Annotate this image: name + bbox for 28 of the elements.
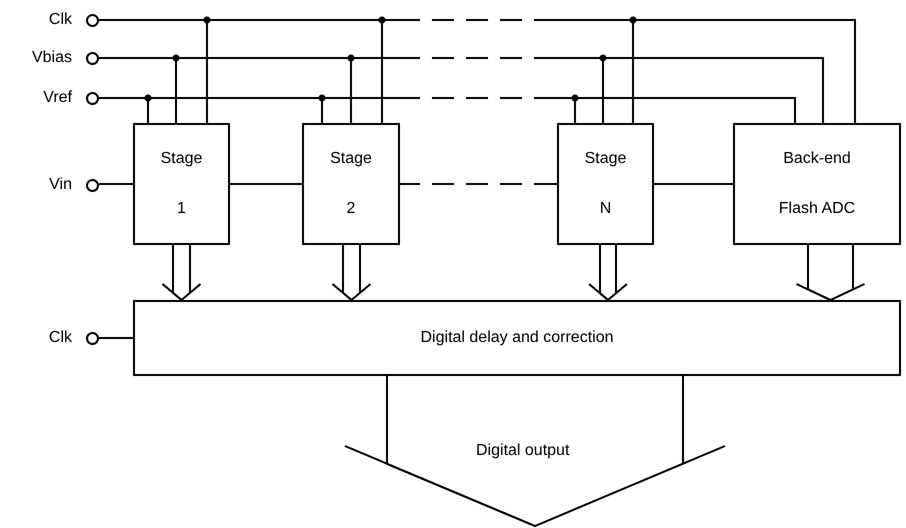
block-label: Flash ADC	[778, 199, 856, 219]
bus-arrow	[588, 243, 628, 301]
wire	[400, 183, 557, 185]
wire	[99, 183, 133, 185]
stage-block	[733, 123, 901, 245]
block-label: Stage	[160, 149, 202, 169]
wire	[230, 183, 302, 185]
block-label: Back-end	[783, 149, 851, 169]
stage-block	[557, 123, 654, 245]
pin-label: Clk	[48, 12, 72, 28]
block-label: Stage	[584, 149, 626, 169]
logic-block	[133, 300, 901, 376]
pin-label: Vin	[49, 177, 72, 193]
pin-label: Clk	[48, 330, 72, 346]
bus-arrow	[162, 243, 202, 301]
bus-arrow	[332, 243, 372, 301]
pin-label: Vref	[43, 90, 72, 106]
block-label: N	[600, 199, 612, 219]
block-label: 2	[346, 199, 356, 219]
block-label: 1	[177, 199, 186, 219]
block-label: Digital delay and correction	[420, 328, 614, 348]
stage-block	[302, 123, 400, 245]
pin-label: Vbias	[32, 50, 72, 66]
block-label: Stage	[330, 149, 372, 169]
wire	[99, 337, 133, 339]
edge-label: Digital output	[476, 441, 570, 461]
wire	[654, 183, 733, 185]
stage-block	[133, 123, 230, 245]
